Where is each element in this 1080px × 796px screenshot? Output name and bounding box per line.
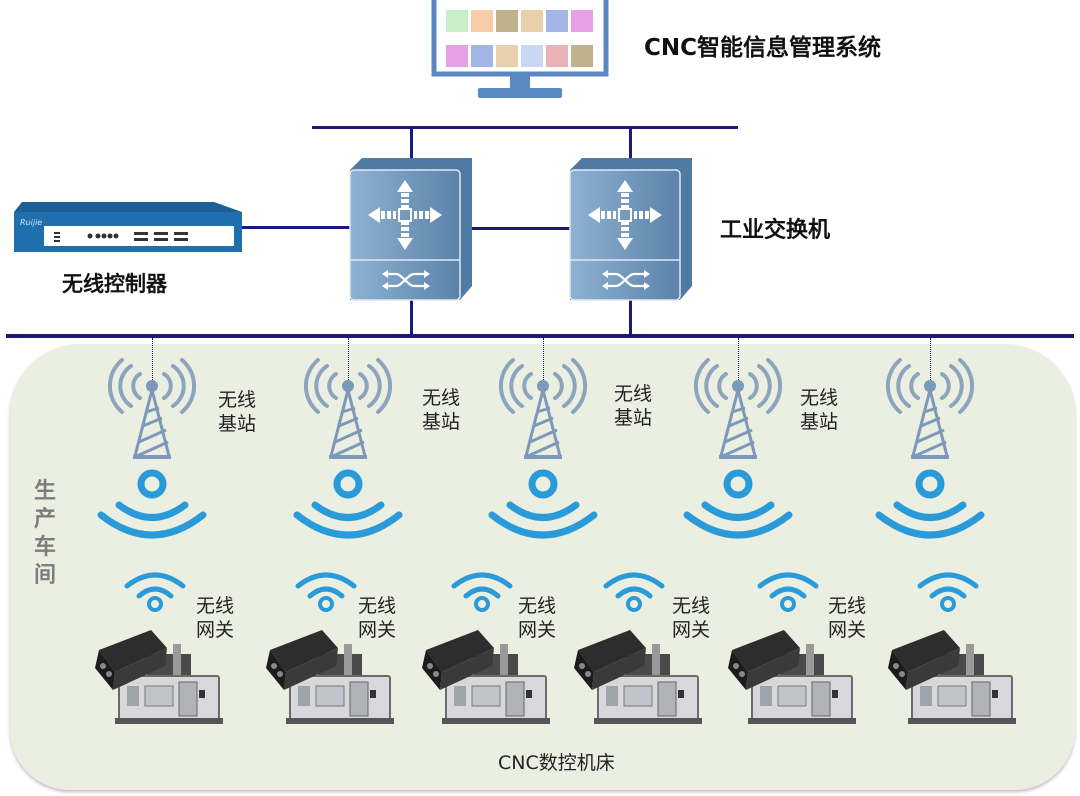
gateway-device (888, 630, 960, 690)
base-station-label-line2: 基站 (800, 411, 839, 433)
gateway-label-line2: 网关 (196, 619, 235, 641)
workshop-label: 生产车间 (30, 478, 60, 590)
link-switch1-bottom (410, 298, 413, 336)
wifi-icon (295, 572, 357, 612)
base-station-label-line1: 无线 (422, 387, 461, 409)
system-title: CNC智能信息管理系统 (644, 35, 882, 61)
link-switch1-top (410, 127, 413, 167)
base-station-label: 无线基站 (422, 386, 460, 434)
monitor-tile (521, 10, 543, 32)
machine-body (908, 644, 1016, 724)
base-station-label-line1: 无线 (218, 389, 257, 411)
gateway-device (422, 630, 494, 690)
base-station-link (152, 338, 153, 390)
base-station-link (543, 338, 544, 390)
wifi-icon (451, 572, 513, 612)
monitor-tile (446, 10, 468, 32)
link-controller-switch (240, 226, 355, 229)
gateway-and-cnc-machine (728, 630, 856, 724)
wifi-icon (124, 572, 186, 612)
monitor-tile (546, 45, 568, 67)
link-switch1-switch2 (460, 227, 575, 230)
monitor-tile (571, 45, 593, 67)
wifi-icon (603, 572, 665, 612)
gateway-device (266, 630, 338, 690)
top-bus-line (312, 126, 738, 129)
base-station-label: 无线基站 (614, 382, 652, 430)
machine-body (594, 644, 702, 724)
base-station-link (930, 338, 931, 390)
gateway-label: 无线网关 (358, 594, 396, 642)
monitor-tile (571, 10, 593, 32)
base-station-label-line1: 无线 (800, 387, 839, 409)
base-station-icon (683, 358, 793, 539)
gateway-and-cnc-machine (266, 630, 394, 724)
gateway-label-line1: 无线 (828, 595, 867, 617)
base-station-link (738, 338, 739, 390)
base-station-link (348, 338, 349, 390)
workshop-label-text: 生产车间 (33, 479, 56, 588)
monitor-tile (471, 10, 493, 32)
base-station-label-line2: 基站 (218, 413, 257, 435)
base-station-label: 无线基站 (218, 388, 256, 436)
gateway-label: 无线网关 (196, 594, 234, 642)
monitor-icon (431, 0, 609, 98)
base-station-icon (488, 358, 598, 539)
industrial-switch-1 (349, 158, 472, 301)
wifi-icon (757, 572, 819, 612)
gateway-label-line2: 网关 (518, 619, 557, 641)
gateway-label-line2: 网关 (828, 619, 867, 641)
gateway-label: 无线网关 (828, 594, 866, 642)
gateway-device (95, 630, 167, 690)
gateway-label-line1: 无线 (358, 595, 397, 617)
gateway-label-line1: 无线 (196, 595, 235, 617)
monitor-tile (496, 45, 518, 67)
base-station-label-line2: 基站 (422, 411, 461, 433)
gateway-and-cnc-machine (422, 630, 550, 724)
base-station-label-line2: 基站 (614, 407, 653, 429)
gateway-and-cnc-machine (95, 630, 223, 724)
gateway-and-cnc-machine (574, 630, 702, 724)
bottom-bus-line (6, 334, 1074, 338)
wifi-icon (917, 572, 979, 612)
monitor-tile (471, 45, 493, 67)
monitor-tile (496, 10, 518, 32)
svg-text:Ruijie: Ruijie (20, 218, 42, 227)
gateway-device (728, 630, 800, 690)
gateway-label-line1: 无线 (518, 595, 557, 617)
machine-body (115, 644, 223, 724)
industrial-switch-2 (569, 158, 692, 301)
gateway-device (574, 630, 646, 690)
monitor-tile (521, 45, 543, 67)
industrial-switch-label: 工业交换机 (720, 218, 831, 243)
base-station-label: 无线基站 (800, 386, 838, 434)
gateway-label-line2: 网关 (358, 619, 397, 641)
base-station-icon (875, 358, 985, 539)
gateway-label-line2: 网关 (672, 619, 711, 641)
monitor-tile (446, 45, 468, 67)
gateway-and-cnc-machine (888, 630, 1016, 724)
link-switch2-top (629, 127, 632, 167)
cnc-machines-label: CNC数控机床 (498, 752, 615, 774)
wireless-controller-device: Ruijie (14, 202, 242, 252)
wireless-controller-label: 无线控制器 (62, 272, 167, 296)
link-switch2-bottom (629, 298, 632, 336)
gateway-label: 无线网关 (518, 594, 556, 642)
base-station-icon (293, 358, 403, 539)
gateway-label-line1: 无线 (672, 595, 711, 617)
base-station-label-line1: 无线 (614, 383, 653, 405)
monitor-tile (546, 10, 568, 32)
gateway-label: 无线网关 (672, 594, 710, 642)
machine-body (748, 644, 856, 724)
base-station-icon (97, 358, 207, 539)
